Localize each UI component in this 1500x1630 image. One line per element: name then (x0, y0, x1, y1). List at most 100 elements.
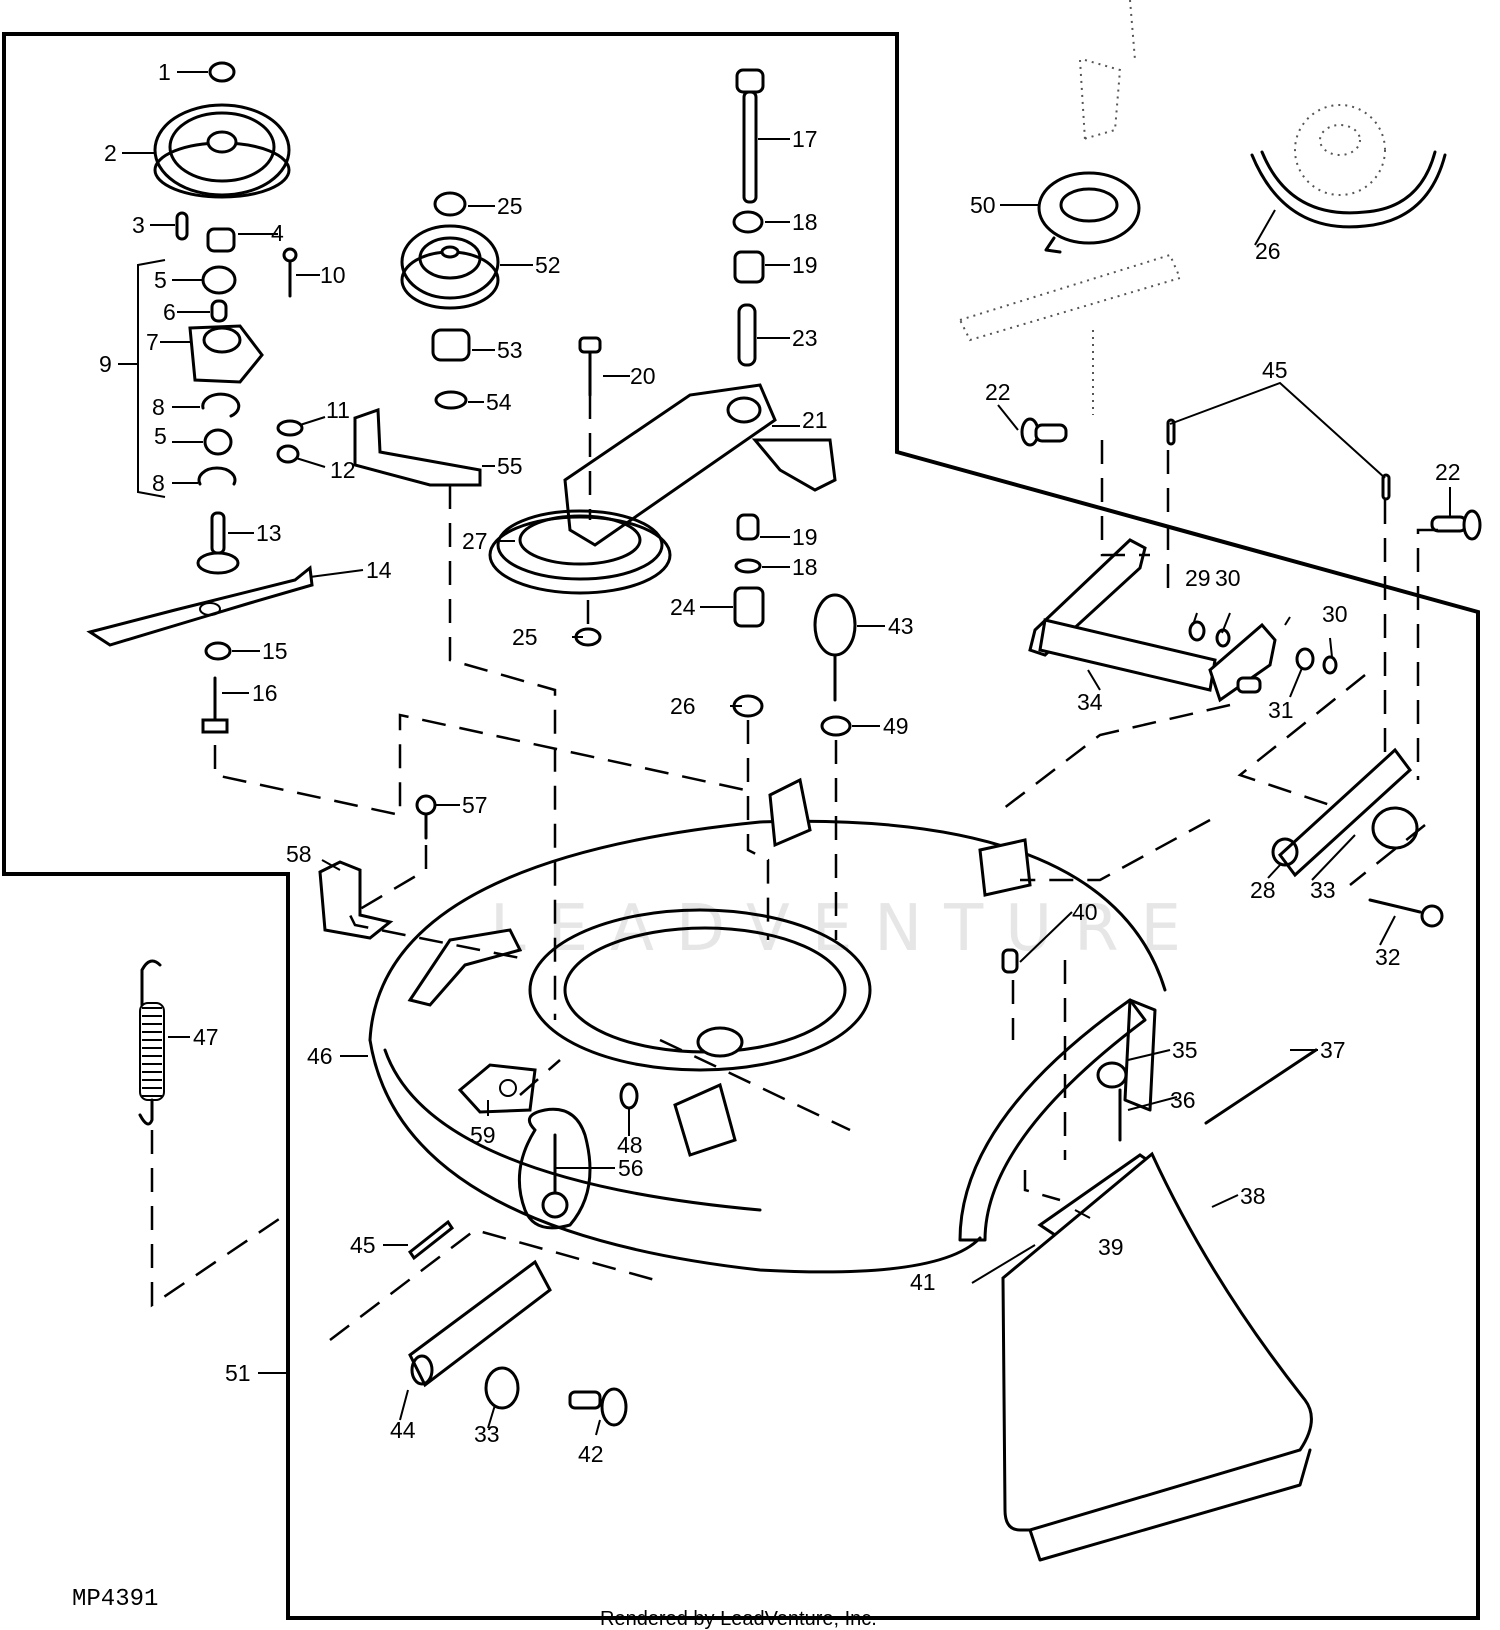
callout-33b: 33 (474, 1421, 500, 1447)
part-bolt-57[interactable] (415, 794, 437, 840)
part-spacer-6[interactable] (210, 299, 228, 323)
callout-43: 43 (888, 613, 914, 639)
part-nut-1[interactable] (208, 61, 236, 83)
part-bushing-33a[interactable] (1371, 806, 1419, 850)
part-bushing-19a[interactable] (733, 250, 765, 284)
callout-29: 29 (1185, 565, 1211, 591)
part-retainer-8b[interactable] (197, 466, 237, 486)
part-spacer-24[interactable] (733, 586, 765, 628)
callout-22b: 22 (1435, 459, 1461, 485)
part-pulley-52[interactable] (400, 224, 500, 310)
callout-4: 4 (271, 220, 284, 246)
part-adapter-50[interactable] (1037, 171, 1141, 254)
part-nut-49[interactable] (820, 715, 852, 737)
callout-40: 40 (1072, 899, 1098, 925)
part-pulley-2[interactable] (153, 103, 291, 199)
part-cotter-45a[interactable] (407, 1219, 455, 1261)
part-pin-22a[interactable] (1020, 417, 1068, 447)
part-bearing-5a[interactable] (201, 265, 237, 295)
part-retainer-8a[interactable] (201, 392, 241, 418)
bracket-9 (137, 259, 166, 498)
callout-16: 16 (252, 680, 278, 706)
callout-11: 11 (326, 397, 350, 423)
part-shaft-13[interactable] (196, 511, 240, 575)
part-arm-21[interactable] (563, 383, 837, 547)
callout-22a: 22 (985, 379, 1011, 405)
part-pin-22b[interactable] (1430, 509, 1482, 541)
callout-41: 41 (910, 1269, 936, 1295)
callout-labels: 1 2 3 4 5 5 6 7 8 8 9 10 11 12 13 14 15 … (99, 59, 1461, 1467)
part-pulley-27[interactable] (488, 509, 672, 595)
callout-26a: 26 (1255, 238, 1281, 264)
part-spring-47[interactable] (138, 959, 165, 1126)
part-rod-34[interactable] (1028, 538, 1277, 703)
part-bolt-16[interactable] (201, 676, 229, 734)
part-bushing-40[interactable] (1001, 948, 1019, 974)
callout-39: 39 (1098, 1234, 1124, 1260)
callout-2: 2 (104, 140, 117, 166)
part-washer-15[interactable] (204, 641, 232, 661)
part-washer-29[interactable] (1188, 620, 1206, 642)
part-bracket-58[interactable] (318, 860, 394, 940)
part-bolt-56[interactable] (517, 1107, 592, 1230)
callout-23: 23 (792, 325, 818, 351)
callout-30a: 30 (1215, 565, 1241, 591)
part-handle-deck (407, 928, 523, 1007)
part-chute-38[interactable] (1001, 1151, 1313, 1562)
part-bushing-33b[interactable] (484, 1366, 520, 1410)
callout-36: 36 (1170, 1087, 1196, 1113)
part-cotter-45b[interactable] (1166, 418, 1176, 446)
part-nut-30b[interactable] (1322, 655, 1338, 675)
callout-45a: 45 (350, 1232, 376, 1258)
part-cotter-45c[interactable] (1381, 473, 1391, 501)
callout-18a: 18 (792, 209, 818, 235)
part-bracket-front (673, 777, 1032, 1157)
part-bolt-32[interactable] (1368, 898, 1444, 928)
callout-32: 32 (1375, 944, 1401, 970)
callout-5a: 5 (154, 267, 167, 293)
part-belt-26a[interactable] (1250, 150, 1447, 229)
part-washer-18a[interactable] (732, 210, 764, 234)
part-washer-11[interactable] (276, 419, 304, 437)
part-bracket-55[interactable] (353, 407, 482, 487)
callout-30b: 30 (1322, 601, 1348, 627)
part-bearing-5b[interactable] (203, 428, 233, 456)
part-washer-31[interactable] (1295, 647, 1315, 671)
part-washer-48[interactable] (619, 1082, 639, 1110)
callout-58: 58 (286, 841, 312, 867)
callout-19a: 19 (792, 252, 818, 278)
part-blade-14[interactable] (86, 565, 314, 647)
part-nut-25a[interactable] (433, 191, 467, 217)
part-housing-7[interactable] (188, 324, 264, 384)
callout-50: 50 (970, 192, 996, 218)
part-nut-12[interactable] (276, 444, 300, 464)
part-link-44[interactable] (408, 1259, 552, 1388)
part-pin-23[interactable] (737, 303, 757, 367)
part-pin-17[interactable] (735, 68, 765, 204)
callout-51: 51 (225, 1360, 251, 1386)
callout-8b: 8 (152, 470, 165, 496)
part-pin-42[interactable] (568, 1387, 628, 1427)
callout-37: 37 (1320, 1037, 1346, 1063)
part-screw-10[interactable] (282, 247, 298, 298)
part-link-28[interactable] (1271, 747, 1413, 878)
part-eyebolt-43[interactable] (813, 593, 857, 702)
part-nut-35[interactable] (1096, 1061, 1128, 1089)
callout-1: 1 (158, 59, 171, 85)
callout-28: 28 (1250, 877, 1276, 903)
callout-6: 6 (163, 299, 176, 325)
part-bushing-53[interactable] (431, 328, 471, 362)
part-washer-54[interactable] (434, 390, 468, 410)
part-key-3[interactable] (175, 211, 189, 241)
part-bolt-20[interactable] (578, 336, 602, 397)
part-bushing-19b[interactable] (736, 513, 760, 541)
callout-21: 21 (802, 407, 828, 433)
assembly-lines (150, 395, 1438, 1341)
callout-12: 12 (330, 457, 356, 483)
part-nut-4[interactable] (206, 227, 236, 253)
part-deck-46[interactable] (368, 819, 1167, 1274)
part-rod-37[interactable] (1204, 1048, 1318, 1125)
part-washer-18b[interactable] (734, 558, 762, 574)
part-clip-59[interactable] (457, 1063, 537, 1114)
